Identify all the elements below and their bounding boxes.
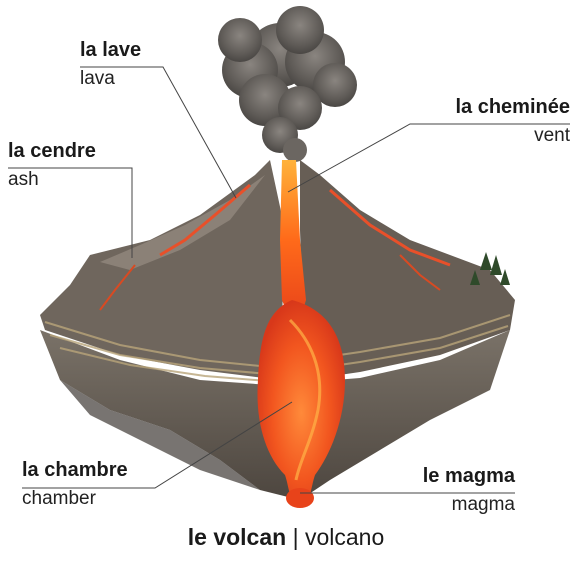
smoke-plume — [218, 6, 357, 162]
title-fr: le volcan — [188, 524, 286, 550]
label-chamber-fr: la chambre — [22, 460, 128, 480]
label-lava: la lave lava — [80, 40, 141, 88]
title-en: volcano — [305, 524, 384, 550]
label-vent-en: vent — [455, 126, 570, 145]
label-lava-en: lava — [80, 69, 141, 88]
label-magma: le magma magma — [423, 466, 515, 514]
label-ash-fr: la cendre — [8, 141, 96, 161]
label-magma-en: magma — [423, 495, 515, 514]
label-chamber-en: chamber — [22, 489, 128, 508]
label-ash: la cendre ash — [8, 141, 96, 189]
label-lava-fr: la lave — [80, 40, 141, 60]
title-separator: | — [293, 524, 299, 550]
label-chamber: la chambre chamber — [22, 460, 128, 508]
label-vent: la cheminée vent — [455, 97, 570, 145]
diagram-title: le volcan | volcano — [0, 526, 572, 549]
label-magma-fr: le magma — [423, 466, 515, 486]
label-vent-fr: la cheminée — [455, 97, 570, 117]
label-ash-en: ash — [8, 170, 96, 189]
